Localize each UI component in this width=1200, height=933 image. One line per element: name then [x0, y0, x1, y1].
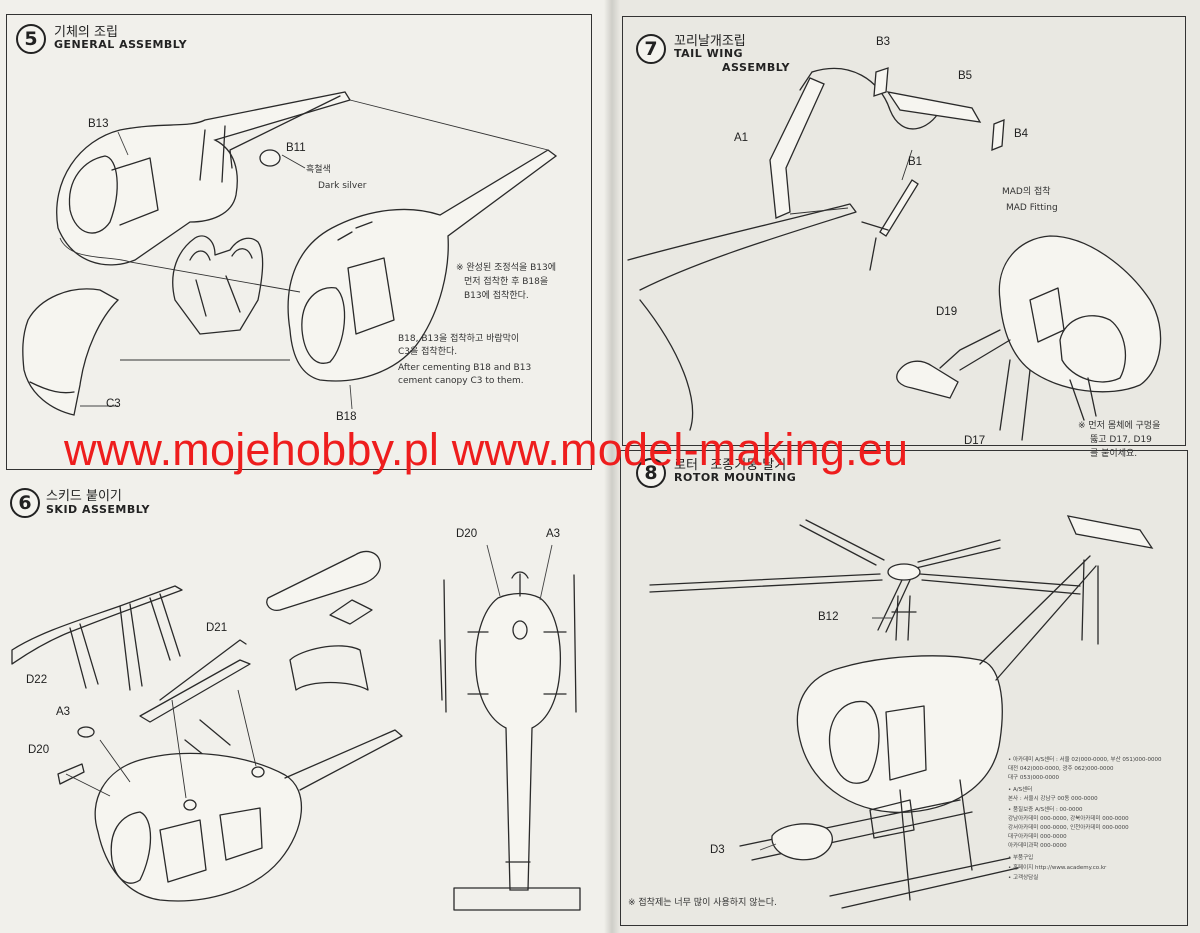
tail-wing-assembly: [1066, 515, 1154, 549]
page-gutter: [604, 0, 620, 933]
part-b11-drum: [259, 149, 281, 167]
mad-pod-d19: [896, 360, 959, 399]
contact-line: • 고객상담실: [1008, 875, 1039, 881]
part-label-d22: D22: [26, 674, 48, 686]
contact-line: 대구 053)000-0000: [1008, 775, 1059, 781]
contact-line: 대전 042)000-0000, 광주 062)000-0000: [1008, 766, 1114, 772]
mad-note-line-2: 뚫고 D17, D19: [1090, 435, 1152, 445]
tail-rotor-b1: [879, 179, 919, 237]
contact-line: 강서아카데미 000-0000, 인천아카데미 000-0000: [1008, 825, 1129, 831]
mad-fitting-title-korean: MAD의 접착: [1002, 187, 1051, 197]
contact-line: 대구아카데미 000-0000: [1008, 834, 1067, 840]
mad-note-line-3: 를 붙이세요.: [1090, 449, 1138, 459]
step-6-title-english: SKID ASSEMBLY: [46, 503, 150, 516]
step-5-title-korean: 기체의 조립: [54, 25, 118, 40]
part-label-d19: D19: [936, 306, 958, 318]
part-label-c3: C3: [106, 398, 121, 410]
step-7-title-english-1: TAIL WING: [674, 47, 744, 60]
mad-pod: [266, 550, 381, 611]
paint-note-korean: 흑철색: [306, 165, 331, 175]
tail-boom-a1: [769, 77, 825, 219]
rotor-mount-fuselage: [796, 655, 1003, 814]
canopy-note-english-2: cement canopy C3 to them.: [398, 376, 524, 386]
part-label-d20-top: D20: [456, 528, 478, 540]
landing-skids: [739, 799, 1019, 909]
step-5-panel: [6, 14, 592, 470]
contact-line: • 아카데미 A/S센터 : 서울 02)000-0000, 부산 051)00…: [1008, 757, 1162, 763]
part-label-a3-top: A3: [546, 528, 561, 540]
part-label-b13: B13: [88, 118, 109, 130]
part-label-d3: D3: [710, 844, 725, 856]
mad-fitting-title-english: MAD Fitting: [1006, 203, 1058, 213]
step-6-number: 6: [10, 488, 40, 518]
part-label-d21: D21: [206, 622, 228, 634]
contact-line: 강남아카데미 000-0000, 강북아카데미 000-0000: [1008, 816, 1129, 822]
watermark-text: www.mojehobby.pl www.model-making.eu: [64, 424, 909, 475]
part-label-b5: B5: [958, 70, 973, 82]
step-7-panel: [622, 16, 1186, 446]
part-label-b1: B1: [908, 156, 923, 168]
canopy-note-korean-1: B18, B13을 접착하고 바람막이: [398, 334, 520, 344]
skid-d21: [139, 639, 251, 723]
service-contact-block: • 아카데미 A/S센터 : 서울 02)000-0000, 부산 051)00…: [1008, 756, 1168, 886]
contact-line: 아카데미과학 000-0000: [1008, 843, 1067, 849]
contact-line: 본사 : 서울시 강남구 00동 000-0000: [1008, 796, 1098, 802]
step-7-number: 7: [636, 34, 666, 64]
part-label-d20: D20: [28, 744, 50, 756]
part-label-d17: D17: [964, 435, 986, 447]
seat-note-line-1: ※ 완성된 조정석을 B13에: [456, 263, 556, 273]
part-label-b12: B12: [818, 611, 839, 623]
mad-pod-d3: [771, 823, 833, 861]
mad-note-line-1: ※ 먼저 몸체에 구멍을: [1078, 421, 1161, 431]
glue-warning-note: ※ 접착제는 너무 많이 사용하지 않는다.: [628, 898, 777, 908]
step-6-title-korean: 스키드 붙이기: [46, 489, 122, 504]
canopy-c3: [22, 288, 120, 416]
contact-line: • 부품구입: [1008, 855, 1034, 861]
part-label-b18: B18: [336, 411, 357, 423]
mad-fit-fuselage: [998, 235, 1162, 393]
step-8-title-korean: 로터 · 조종기둥 달기: [674, 458, 787, 473]
lower-fuselage: [94, 752, 303, 902]
step-8-number: 8: [636, 458, 666, 488]
endplate-b4: [991, 119, 1005, 151]
seat-note-line-3: B13에 접착한다.: [464, 291, 529, 301]
contact-line: • 홈페이지 http://www.academy.co.kr: [1008, 865, 1107, 871]
seat-note-line-2: 먼저 접착한 후 B18을: [464, 277, 549, 287]
step-7-title-english-2: ASSEMBLY: [722, 61, 790, 74]
part-label-b3: B3: [876, 36, 891, 48]
part-label-a1: A1: [734, 132, 749, 144]
contact-line: • A/S센터: [1008, 787, 1033, 793]
step-8-panel: [620, 450, 1188, 926]
paint-note-english: Dark silver: [318, 181, 367, 191]
part-label-a3: A3: [56, 706, 71, 718]
step-5-title-english: GENERAL ASSEMBLY: [54, 38, 188, 51]
skid-d22: [11, 585, 183, 665]
step-5-number: 5: [16, 24, 46, 54]
cockpit-seats: [172, 235, 264, 335]
part-label-b4: B4: [1014, 128, 1029, 140]
step-7-title-korean: 꼬리날개조립: [674, 34, 746, 49]
main-rotor-blades: [649, 519, 1081, 633]
stabilizer-b5: [886, 91, 982, 123]
endplate-b3: [873, 67, 889, 97]
step-8-title-english: ROTOR MOUNTING: [674, 471, 797, 484]
part-label-b11: B11: [286, 142, 306, 154]
canopy-note-english-1: After cementing B18 and B13: [398, 363, 532, 373]
canopy-note-korean-2: C3을 접착한다.: [398, 347, 458, 357]
contact-line: • 품질보증 A/S센터 : 00-0000: [1008, 807, 1083, 813]
